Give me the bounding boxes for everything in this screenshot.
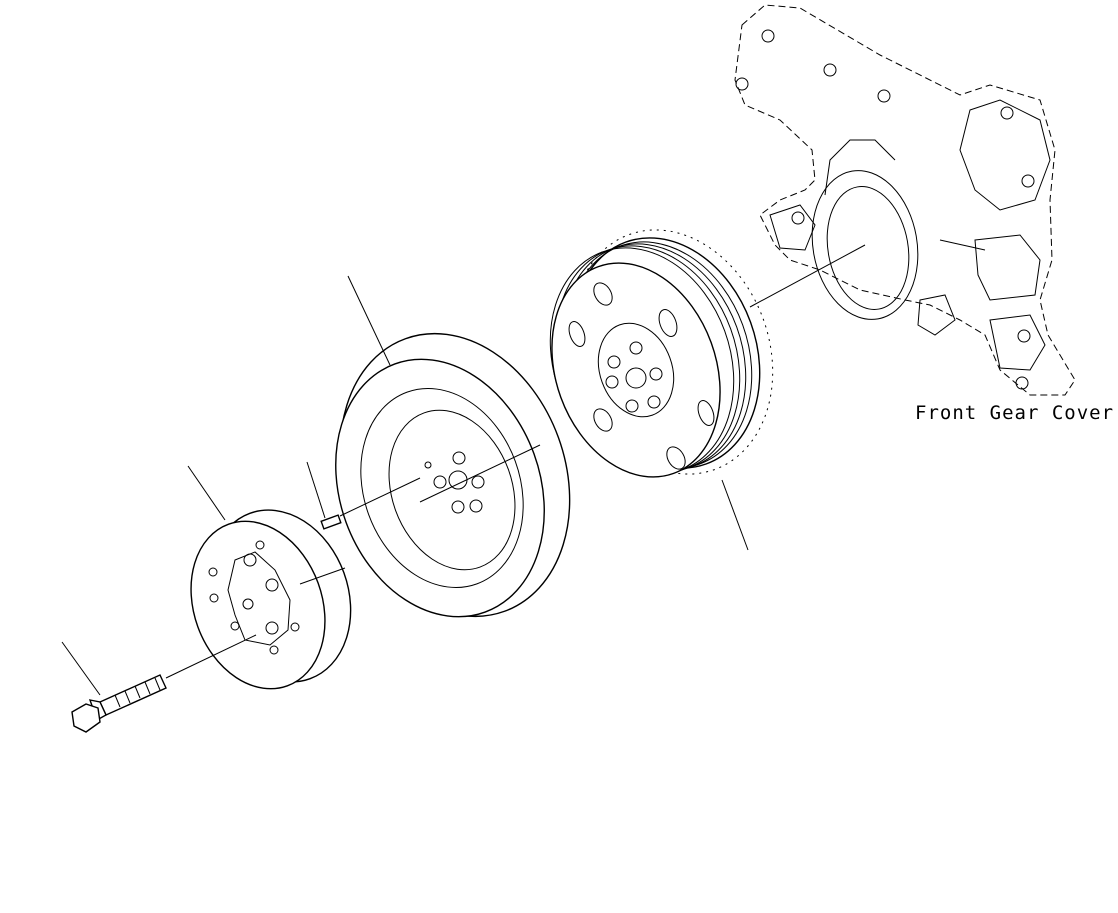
mounting-bolt bbox=[71, 674, 167, 733]
dowel-pin bbox=[320, 514, 342, 530]
vibration-damper bbox=[335, 332, 571, 618]
front-gear-cover bbox=[734, 4, 1076, 396]
pulley-hub bbox=[190, 509, 352, 690]
leader-lines bbox=[61, 275, 749, 696]
assembly-axis-line bbox=[165, 244, 866, 679]
front-gear-cover-label: Front Gear Cover bbox=[915, 402, 1115, 424]
crankshaft-pulley bbox=[549, 229, 774, 478]
